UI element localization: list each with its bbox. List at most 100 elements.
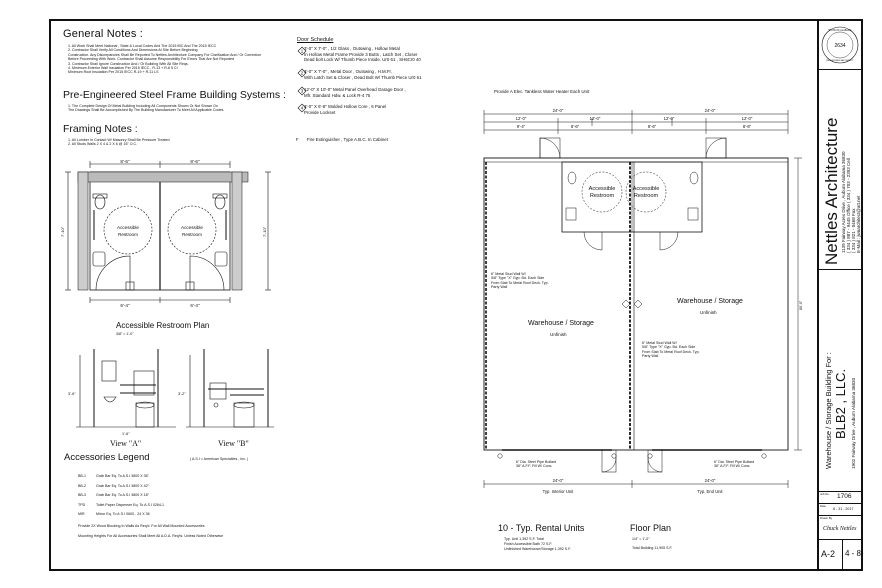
restroom-label-right-1: Accessible xyxy=(181,225,203,230)
wall-note-left: 6" Metal Stud Wall W/ 5/8" Type "X" Gyp.… xyxy=(491,272,549,290)
extinguisher-tag: F xyxy=(296,137,299,142)
job-label: Job No. xyxy=(820,492,830,496)
drawn-signature: Chuck Nettles xyxy=(823,526,857,532)
project-cell: Warehouse / Storage Building For : BLB2 … xyxy=(819,269,861,492)
client-name: BLB2 , LLC. xyxy=(833,368,848,439)
top-dim: 12'-0" xyxy=(590,116,601,121)
drawn-cell: Drawn By Chuck Nettles xyxy=(819,515,861,540)
seal-number: 2634 xyxy=(834,43,845,49)
door-schedule-title: Door Schedule xyxy=(297,37,334,43)
seal-state: STATE OF ALABAMA xyxy=(828,29,852,32)
room-unfinish-left: Unfinish xyxy=(550,332,567,337)
general-note: 1. All Work Shall Meet National , State … xyxy=(68,44,217,48)
job-cell: Job No. 1706 xyxy=(819,491,861,504)
accessory-code: BB-1 xyxy=(78,474,86,478)
accessory-code: BB-3 xyxy=(78,493,86,498)
framing-list: 1. All Lumber In Contact W/ Masonry Shal… xyxy=(68,138,169,147)
job-number: 1706 xyxy=(837,493,852,500)
pemb-note: The Drawings Shall Be Accomplished By Th… xyxy=(68,108,225,113)
top-dim: 8'-6" xyxy=(743,124,752,129)
framing-note: 1. All Lumber In Contact W/ Masonry Shal… xyxy=(68,138,170,142)
fp-restroom-1a: Accessible xyxy=(589,186,616,192)
top-dim: 8'-6" xyxy=(648,124,657,129)
top-dim: 24'-0" xyxy=(553,108,564,113)
restroom-label-left-2: Restroom xyxy=(118,232,138,237)
project-title: Warehouse / Storage Building For : xyxy=(824,352,833,469)
date-cell: Date 8 - 31 - 2017 xyxy=(819,503,861,516)
firm-address: 1139 Fairway Acres Drive , Auburn Alabam… xyxy=(841,151,861,253)
general-note: 4. Minimum Exterior Wall Insulation Per … xyxy=(68,66,178,71)
elevation-views: 3'-6" 3'-2" 1'-6" xyxy=(68,349,274,436)
door-item-1: 3'-0" X 7'-0" , 1/2 Glass , Outswing , H… xyxy=(304,46,421,63)
view-dim: 1'-6" xyxy=(122,432,130,436)
framing-title: Framing Notes : xyxy=(63,123,138,135)
top-dim: 12'-0" xyxy=(516,116,527,121)
rental-lines: Typ. Unit 1,392 S.F. Total Finish Access… xyxy=(504,537,571,551)
bottom-dim: 24'-0" xyxy=(705,478,716,483)
door-item-2: 3'-0" X 7'-0" , Metal Door , Outswing , … xyxy=(304,69,422,80)
door-tag-2: 2 xyxy=(301,71,304,76)
floor-plan-total: Total Building 11,905 S.F. xyxy=(632,546,673,550)
accessories-notes: Provide 2X Wood Blocking In Walls As Req… xyxy=(78,524,224,538)
restroom-dim-right: 7'-10" xyxy=(262,226,267,237)
restroom-dim-top-right: 8'-6" xyxy=(190,159,200,164)
general-notes-title: General Notes : xyxy=(63,28,144,40)
room-label-right: Warehouse / Storage xyxy=(677,298,743,305)
accessory-text: Grab Bar Eq. To A.S.I 3800 X 42" xyxy=(96,483,149,488)
bollard-note-left: 6" Dia. Steel Pipe Bollard 36" A.F.F. Fi… xyxy=(516,460,557,469)
accessory-code: MIR xyxy=(78,512,85,517)
general-notes-list: 1. All Work Shall Meet National , State … xyxy=(68,44,261,75)
seal-reg: REGISTERED ARCHITECT xyxy=(826,59,854,62)
door-item-3: 12'-0" X 10'-0" Metal Panel Overhead Gar… xyxy=(304,87,406,98)
restroom-label-left-1: Accessible xyxy=(117,225,139,230)
sheet-divider xyxy=(842,539,843,569)
bottom-dim: 24'-0" xyxy=(553,478,564,483)
restroom-plan-drawing: 8'-6" 8'-6" 6'-4" 6'-4" Accessible Restr… xyxy=(60,159,271,308)
accessory-code: TPD xyxy=(78,502,86,507)
floor-plan-drawing: 24'-0" 24'-0" 12'-0" 12'-0" 12'-0" 12'-0… xyxy=(483,108,803,494)
date-value: 8 - 31 - 2017 xyxy=(833,507,854,511)
bottom-dim: Typ. End Unit xyxy=(697,489,723,494)
wall-note-right: 6" Metal Stud Wall W/ 5/8" Type "X" Gyp.… xyxy=(642,341,700,359)
general-note: Construction. Any Discrepancies Shall Be… xyxy=(68,52,262,57)
extinguisher-note: Fire Extinguisher , Type A.B.C. In Cabin… xyxy=(307,137,388,142)
view-dim: 3'-6" xyxy=(68,392,76,396)
accessories-subtitle: ( A.S.I = American Specialties , Inc. ) xyxy=(190,457,249,461)
general-note: Before Proceeding With Work. Contractor … xyxy=(68,57,235,62)
architect-seal: 2634 STATE OF ALABAMA REGISTERED ARCHITE… xyxy=(821,26,859,64)
room-unfinish-right: Unfinish xyxy=(700,310,717,315)
sheet-number: A-2 xyxy=(821,549,836,559)
fp-restroom-2b: Restroom xyxy=(634,193,659,199)
door-symbols: 1 2 3 4 xyxy=(297,46,307,113)
restroom-dim-left: 7'-10" xyxy=(60,226,65,237)
door-tag-3: 3 xyxy=(301,89,304,94)
accessories-title: Accessories Legend xyxy=(64,452,150,463)
drawn-label: Drawn By xyxy=(820,516,833,520)
view-a-title: View "A" xyxy=(110,439,142,448)
floor-plan-title: Floor Plan xyxy=(630,523,672,533)
view-dim: 3'-2" xyxy=(178,392,186,396)
accessory-text: Mirror Eq. To A.S.I 0600 - 24 X 36 xyxy=(96,512,150,517)
framing-note: 2. All Studs Walls 2 X 4 & 2 X 6 @ 16" O… xyxy=(68,142,138,147)
restroom-dim-bottom-left: 6'-4" xyxy=(120,303,130,308)
restroom-label-right-2: Restroom xyxy=(182,232,202,237)
view-b-title: View "B" xyxy=(218,439,249,448)
elec-note: Provide A Elec. Tankless Water Heater Ea… xyxy=(494,89,590,94)
restroom-dim-top-left: 8'-6" xyxy=(120,159,130,164)
bottom-dim: Typ. Interior Unit xyxy=(543,489,575,494)
sheet-cell: A-2 4 - 8 xyxy=(819,539,861,569)
firm-cell: Nettles Architecture 1139 Fairway Acres … xyxy=(819,69,861,270)
rental-title: 10 - Typ. Rental Units xyxy=(498,523,585,533)
door-tag-4: 4 xyxy=(301,106,304,111)
bollard-note-right: 6" Dia. Steel Pipe Bollard 36" A.F.F. Fi… xyxy=(714,460,755,469)
door-item-4: 3'-0" X 6'-8" Molded Hollow Core , 6 Pan… xyxy=(304,104,387,115)
restroom-plan-scale: 3/8" = 1'-0" xyxy=(116,332,134,336)
general-note: Minimum Roof Insulation Per 2015 IECC R-… xyxy=(68,70,159,75)
door-tag-1: 1 xyxy=(301,49,304,54)
accessories-codes: BB-1 BB-2 BB-3 TPD MIR xyxy=(78,472,86,520)
side-dim: 80'-0" xyxy=(799,300,803,310)
accessory-code: BB-2 xyxy=(78,483,86,488)
firm-name: Nettles Architecture xyxy=(822,117,841,265)
room-label-left: Warehouse / Storage xyxy=(528,320,594,327)
title-block: 2634 STATE OF ALABAMA REGISTERED ARCHITE… xyxy=(817,19,863,571)
